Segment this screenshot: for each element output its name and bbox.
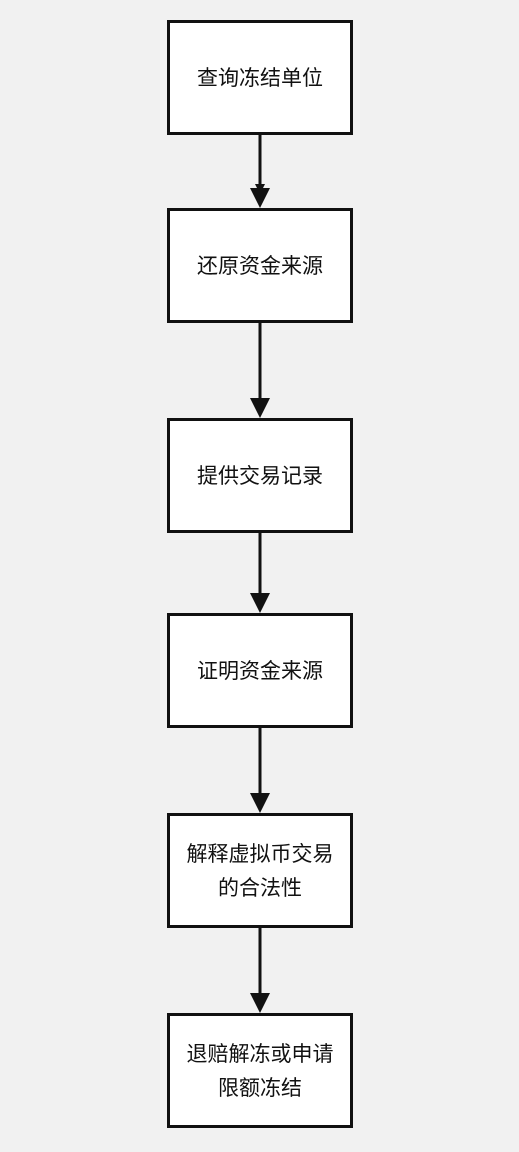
step-label: 查询冻结单位 <box>197 65 323 90</box>
arrowhead-step5-to-step6 <box>250 993 270 1013</box>
arrowhead-step2-to-step3 <box>250 398 270 418</box>
step-provide-transaction-records: 提供交易记录 <box>167 418 353 533</box>
step-label: 退赔解冻或申请 限额冻结 <box>186 1041 334 1100</box>
step-label: 提供交易记录 <box>197 463 323 488</box>
step-label: 证明资金来源 <box>197 658 323 683</box>
step-refund-or-limited-freeze: 退赔解冻或申请 限额冻结 <box>167 1013 353 1128</box>
step-label: 还原资金来源 <box>197 253 323 278</box>
arrowhead-step4-to-step5 <box>250 793 270 813</box>
arrowhead-step3-to-step4 <box>250 593 270 613</box>
step-query-freezing-unit: 查询冻结单位 <box>167 20 353 135</box>
step-restore-fund-source: 还原资金来源 <box>167 208 353 323</box>
arrowhead-step1-to-step2 <box>250 188 270 208</box>
step-prove-fund-source: 证明资金来源 <box>167 613 353 728</box>
step-explain-crypto-legality: 解释虚拟币交易 的合法性 <box>167 813 353 928</box>
step-label: 解释虚拟币交易 的合法性 <box>186 841 334 900</box>
